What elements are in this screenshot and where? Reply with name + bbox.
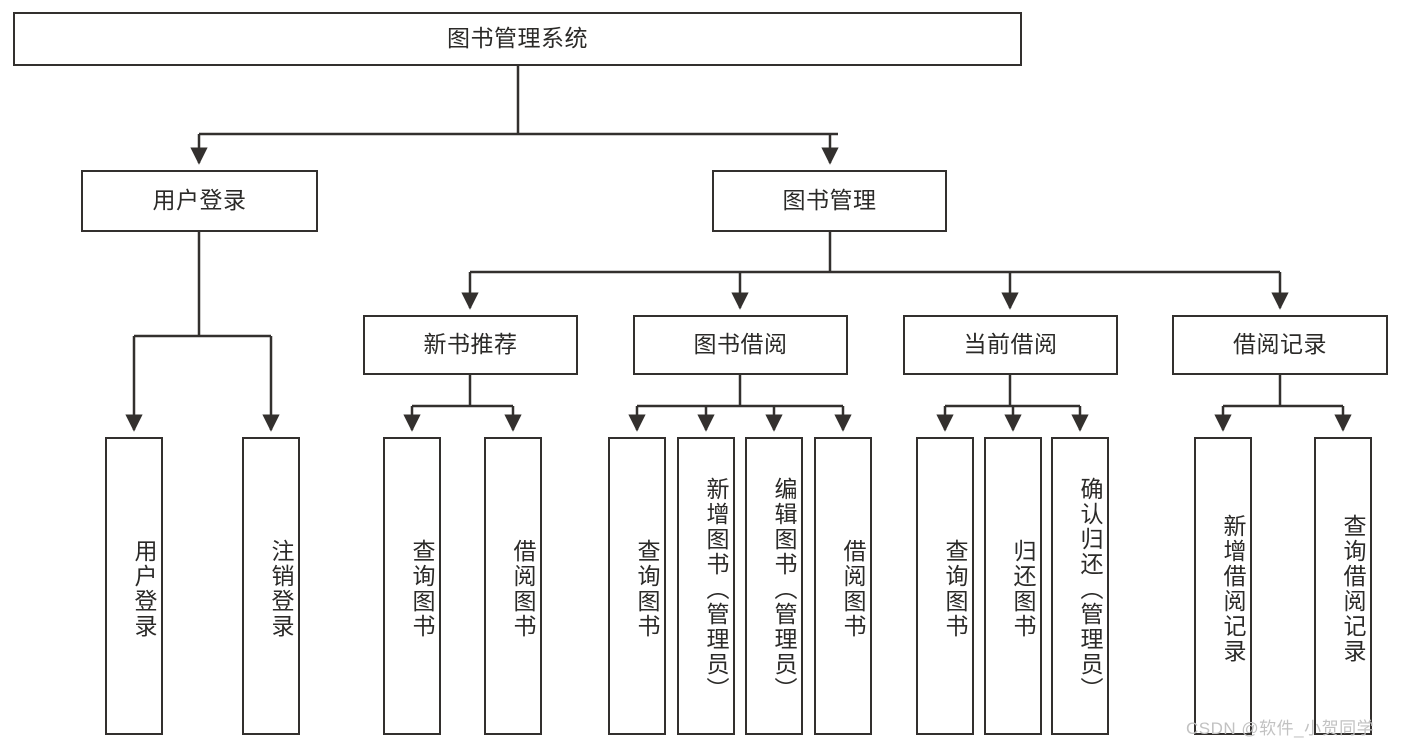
node-leaf-return-book-label: 归还图书	[1010, 539, 1036, 639]
node-leaf-edit-book-admin[interactable]: 编辑图书（管理员）	[745, 437, 803, 735]
node-leaf-confirm-return-admin[interactable]: 确认归还（管理员）	[1051, 437, 1109, 735]
node-leaf-user-login-label: 用户登录	[131, 539, 157, 639]
node-new-book-recommend-label: 新书推荐	[423, 331, 518, 358]
node-borrow-record[interactable]: 借阅记录	[1172, 315, 1388, 375]
node-user-login-label: 用户登录	[152, 187, 247, 214]
node-book-borrow-label: 图书借阅	[693, 331, 788, 358]
node-borrow-record-label: 借阅记录	[1233, 331, 1327, 358]
node-leaf-query-book-recommend[interactable]: 查询图书	[383, 437, 441, 735]
node-leaf-query-book-recommend-label: 查询图书	[409, 539, 435, 639]
node-leaf-user-login[interactable]: 用户登录	[105, 437, 163, 735]
node-leaf-return-book[interactable]: 归还图书	[984, 437, 1042, 735]
node-leaf-add-borrow-record[interactable]: 新增借阅记录	[1194, 437, 1252, 735]
node-leaf-query-borrow-record-label: 查询借阅记录	[1340, 514, 1366, 664]
node-book-manage-label: 图书管理	[782, 187, 877, 214]
node-current-borrow[interactable]: 当前借阅	[903, 315, 1118, 375]
node-current-borrow-label: 当前借阅	[963, 331, 1058, 358]
node-root[interactable]: 图书管理系统	[13, 12, 1022, 66]
node-leaf-borrow-book-label: 借阅图书	[840, 539, 866, 639]
node-book-manage[interactable]: 图书管理	[712, 170, 947, 232]
node-leaf-query-borrow-record[interactable]: 查询借阅记录	[1314, 437, 1372, 735]
node-leaf-borrow-book[interactable]: 借阅图书	[814, 437, 872, 735]
node-leaf-add-borrow-record-label: 新增借阅记录	[1220, 514, 1246, 664]
node-leaf-borrow-book-recommend-label: 借阅图书	[510, 539, 536, 639]
node-leaf-borrow-book-recommend[interactable]: 借阅图书	[484, 437, 542, 735]
node-root-label: 图书管理系统	[447, 25, 588, 52]
node-leaf-confirm-return-admin-label: 确认归还（管理员）	[1077, 476, 1103, 702]
node-leaf-query-book-current-label: 查询图书	[942, 539, 968, 639]
node-book-borrow[interactable]: 图书借阅	[633, 315, 848, 375]
node-leaf-edit-book-admin-label: 编辑图书（管理员）	[771, 476, 797, 702]
node-leaf-query-book-current[interactable]: 查询图书	[916, 437, 974, 735]
node-leaf-query-book-borrow[interactable]: 查询图书	[608, 437, 666, 735]
node-leaf-logout-login-label: 注销登录	[268, 539, 294, 639]
node-new-book-recommend[interactable]: 新书推荐	[363, 315, 578, 375]
node-leaf-logout-login[interactable]: 注销登录	[242, 437, 300, 735]
node-leaf-query-book-borrow-label: 查询图书	[634, 539, 660, 639]
node-user-login[interactable]: 用户登录	[81, 170, 318, 232]
node-leaf-add-book-admin-label: 新增图书（管理员）	[703, 476, 729, 702]
node-leaf-add-book-admin[interactable]: 新增图书（管理员）	[677, 437, 735, 735]
